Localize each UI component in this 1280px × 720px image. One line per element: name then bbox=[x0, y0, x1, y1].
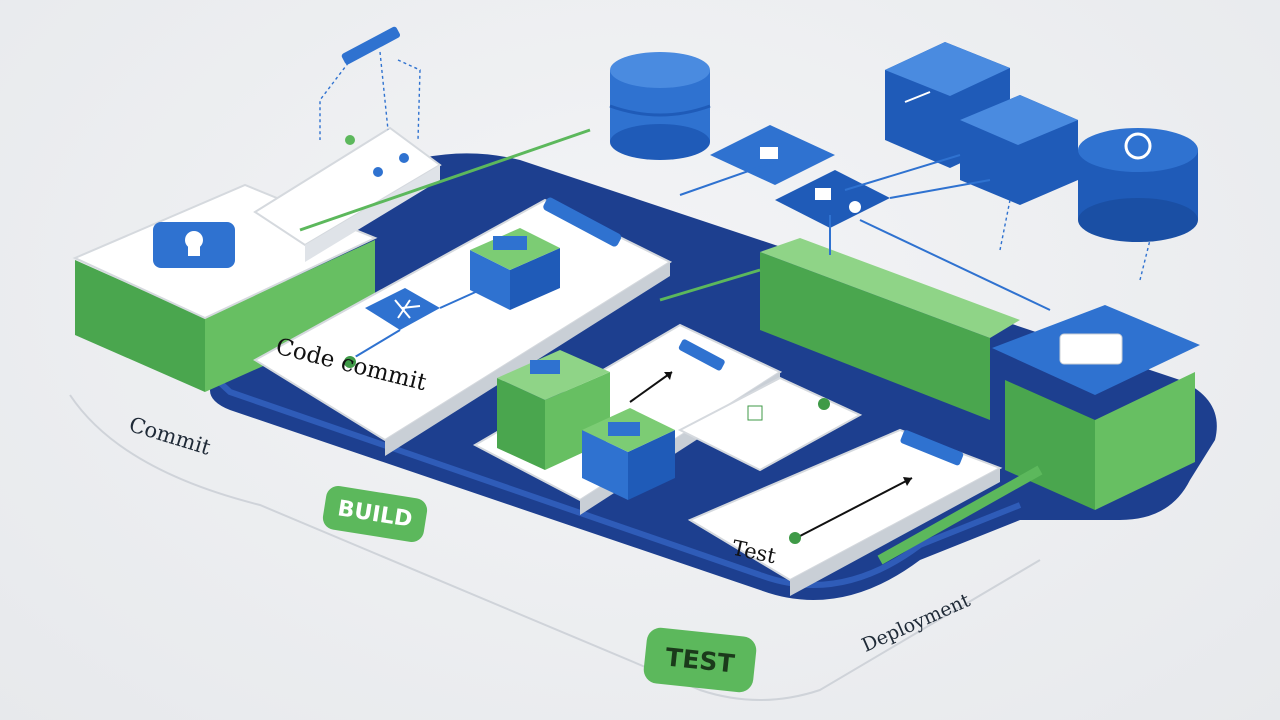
test-tag bbox=[900, 430, 964, 466]
database-icon bbox=[609, 52, 711, 160]
top-left-tag bbox=[341, 26, 401, 65]
infra-dashed bbox=[999, 199, 1151, 281]
top-left-card-side bbox=[305, 165, 440, 262]
stage-pill-test: TEST bbox=[642, 626, 758, 694]
cube-2-top bbox=[497, 350, 610, 400]
test-mid-icon bbox=[747, 405, 763, 421]
lock-icon bbox=[185, 231, 203, 256]
test-arrow-head bbox=[903, 477, 912, 486]
cylinder-icon bbox=[1078, 128, 1198, 242]
cube-3-screen bbox=[608, 422, 640, 436]
right-green-wall bbox=[760, 252, 990, 420]
commit-node bbox=[342, 354, 358, 370]
green-pipe-1 bbox=[299, 128, 591, 232]
node-blue bbox=[373, 167, 383, 177]
cube-1-right bbox=[510, 248, 560, 310]
cube-3-left bbox=[582, 430, 628, 500]
left-block-side bbox=[205, 240, 375, 392]
infra-tile-2 bbox=[775, 170, 890, 228]
infra-tile-2-icon bbox=[815, 188, 831, 200]
test-mid-card bbox=[677, 376, 863, 472]
cube-3-right bbox=[628, 430, 675, 500]
test-mid-node bbox=[818, 398, 830, 410]
test-arrow bbox=[799, 477, 913, 537]
test-node bbox=[789, 532, 801, 544]
commit-connector bbox=[349, 289, 481, 361]
deploy-block-side bbox=[1095, 372, 1195, 510]
server-cube-2 bbox=[960, 95, 1078, 205]
infra-lines bbox=[679, 154, 1051, 311]
infra-tile-1-icon bbox=[760, 147, 778, 159]
ground-line bbox=[69, 394, 1041, 701]
build-tag bbox=[678, 339, 725, 371]
right-green-top bbox=[760, 238, 1020, 338]
code-commit-tag bbox=[543, 197, 622, 247]
tag-connector bbox=[319, 51, 421, 141]
cube-2-left bbox=[497, 378, 545, 470]
gear-icon bbox=[849, 201, 861, 213]
arrow-icon bbox=[664, 372, 672, 380]
server-box-icon bbox=[1059, 333, 1123, 365]
green-pipe-3 bbox=[877, 465, 1043, 565]
server-cube-1 bbox=[885, 42, 1010, 168]
left-block-front bbox=[75, 260, 205, 392]
platform-edge bbox=[212, 375, 1022, 588]
node-blue-2 bbox=[399, 153, 409, 163]
code-commit-card-side bbox=[385, 262, 670, 456]
build-arrow bbox=[629, 371, 673, 403]
cube-2-screen bbox=[530, 360, 560, 374]
git-branch-icon bbox=[394, 299, 421, 319]
test-card-side bbox=[790, 468, 1000, 596]
cube-1-screen bbox=[493, 236, 527, 250]
green-pipe-2 bbox=[659, 268, 761, 302]
node-green bbox=[345, 135, 355, 145]
